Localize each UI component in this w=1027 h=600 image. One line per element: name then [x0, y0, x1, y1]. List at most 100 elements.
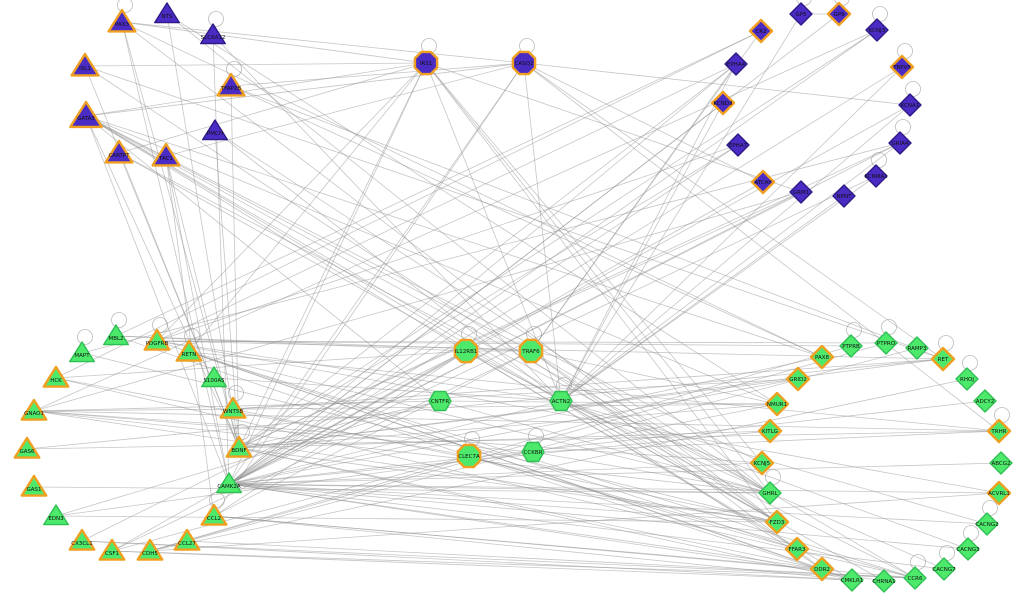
graph-edge-gnao1-grm1[interactable]	[33, 191, 802, 412]
node-shape-diamond[interactable]	[826, 1, 852, 27]
node-shape-triangle[interactable]	[219, 396, 247, 419]
graph-edge-casq2-trhr[interactable]	[523, 62, 1000, 432]
graph-edge-irs1-camk2a[interactable]	[228, 62, 427, 485]
graph-edge-il12rb1-hck[interactable]	[55, 350, 467, 379]
node-cmklr1[interactable]: CMKLR1	[840, 568, 864, 592]
graph-edge-tfap2b-casq2[interactable]	[230, 62, 525, 87]
graph-edge-gnao1-kcnj3[interactable]	[33, 29, 878, 412]
graph-edge-camk2a-ddr2[interactable]	[228, 483, 823, 570]
graph-edge-bdnf-cmklr1[interactable]	[238, 447, 853, 581]
graph-edge-il12rb1-cx3cl1[interactable]	[81, 350, 467, 542]
node-shape-octagon[interactable]	[518, 338, 544, 364]
node-shape-diamond[interactable]	[930, 346, 956, 372]
graph-edge-pdgfrb-epha4[interactable]	[156, 63, 737, 342]
graph-edge-tac1-casq2[interactable]	[165, 62, 525, 157]
graph-edge-gnao1-nmur1[interactable]	[33, 403, 778, 412]
node-isl1[interactable]: ISL1	[70, 52, 100, 77]
graph-edge-wnt5b-ret[interactable]	[232, 358, 944, 410]
graph-edge-traf6-ddr2[interactable]	[530, 350, 823, 570]
graph-edge-csf1-ccr6[interactable]	[111, 550, 916, 579]
node-shape-diamond[interactable]	[903, 566, 927, 590]
node-mapt[interactable]: MAPT	[68, 341, 96, 363]
graph-edge-camk2a-cacng3[interactable]	[228, 483, 969, 550]
node-shape-diamond[interactable]	[710, 90, 736, 116]
graph-edge-cdh5-acvrl1[interactable]	[149, 492, 1000, 552]
node-shape-diamond[interactable]	[757, 418, 783, 444]
node-kcnd3[interactable]: KCND3	[710, 90, 736, 116]
graph-edge-wnt5b-fzd3[interactable]	[232, 408, 778, 523]
graph-edge-traf6-epha4[interactable]	[530, 63, 737, 352]
graph-edge-hck-ccr6[interactable]	[55, 377, 916, 579]
node-gp9[interactable]: GP9	[826, 1, 852, 27]
graph-edge-csf1-cmklr1[interactable]	[111, 550, 853, 581]
node-s100a5[interactable]: S100A5	[200, 366, 228, 388]
graph-edge-pdgfrb-epha7[interactable]	[156, 144, 739, 342]
node-grm1[interactable]: GRM1	[789, 180, 813, 204]
graph-edge-tfap2b-ret[interactable]	[230, 85, 944, 360]
graph-edge-camk2a-kcnj5[interactable]	[228, 462, 763, 485]
node-retn[interactable]: RETN	[175, 339, 203, 362]
graph-edge-gata3-fzd3[interactable]	[85, 115, 778, 523]
node-cacng7[interactable]: CACNG7	[932, 557, 956, 581]
node-shape-diamond[interactable]	[809, 556, 835, 582]
graph-edge-clec7a-ccr6[interactable]	[468, 455, 916, 579]
node-kcna1[interactable]: KCNA1	[898, 93, 922, 117]
graph-edge-retn-trhr[interactable]	[188, 351, 1000, 432]
node-cntfr[interactable]: CNTFR	[428, 390, 452, 412]
graph-edge-bdnf-nmur1[interactable]	[238, 403, 778, 449]
graph-edge-gas6-ret[interactable]	[26, 358, 944, 450]
node-casq2[interactable]: CASQ2	[511, 50, 537, 76]
graph-edge-casq2-kcna1[interactable]	[523, 62, 911, 106]
graph-edge-gnao1-kcnj5[interactable]	[33, 410, 763, 464]
graph-edge-cckbr-gnao1[interactable]	[33, 410, 534, 453]
graph-edge-pdgfrb-ptprb[interactable]	[156, 340, 852, 347]
node-shape-triangle[interactable]	[199, 23, 227, 45]
node-ccl2[interactable]: CCL2	[200, 503, 228, 526]
node-shape-triangle[interactable]	[215, 472, 243, 494]
node-shape-triangle[interactable]	[102, 324, 130, 346]
graph-edge-cntfr-edn3[interactable]	[55, 400, 441, 517]
graph-edge-gnao1-trhr[interactable]	[33, 410, 1000, 432]
node-kitlg[interactable]: KITLG	[757, 418, 783, 444]
graph-edge-camk2a-ghrl[interactable]	[228, 483, 771, 494]
graph-edge-bdnf-kitlg[interactable]	[238, 430, 771, 449]
graph-edge-camk2a-kcna1[interactable]	[228, 104, 911, 485]
graph-edge-bdnf-grm1[interactable]	[238, 191, 802, 449]
graph-edge-tfap2b-bdnf[interactable]	[230, 85, 240, 449]
node-adcy2[interactable]: ADCY2	[973, 389, 997, 413]
node-ret[interactable]: RET	[930, 346, 956, 372]
node-shape-triangle[interactable]	[153, 2, 181, 24]
graph-edge-actn2-gria4[interactable]	[560, 142, 901, 402]
node-shape-triangle[interactable]	[70, 52, 100, 77]
graph-edge-gata3-cntfr[interactable]	[85, 115, 441, 402]
node-shape-triangle[interactable]	[216, 72, 246, 97]
graph-edge-ccl2-ddr2[interactable]	[213, 515, 823, 570]
node-gp5[interactable]: GP5	[789, 2, 813, 26]
graph-edge-ccl27-ccr6[interactable]	[186, 540, 916, 579]
graph-edge-bdnf-kcnj3[interactable]	[238, 29, 878, 449]
graph-edge-camk2a-trpv5[interactable]	[228, 66, 903, 485]
graph-edge-isl1-irs1[interactable]	[84, 62, 427, 67]
node-hck[interactable]: HCK	[42, 365, 70, 388]
graph-edge-cdh5-ptpro[interactable]	[149, 342, 887, 552]
node-irs1[interactable]: IRS1	[413, 50, 439, 76]
graph-edge-gata3-ghrl[interactable]	[85, 115, 771, 494]
node-il12rb1[interactable]: IL12RB1	[453, 338, 479, 364]
node-ptprb[interactable]: PTPRB	[839, 334, 863, 358]
node-shape-triangle[interactable]	[200, 366, 228, 388]
node-nmur1[interactable]: NMUR1	[764, 391, 790, 417]
node-cacng2[interactable]: CACNG2	[975, 512, 999, 536]
node-shape-diamond[interactable]	[888, 131, 912, 155]
graph-edge-camk2a-grm1[interactable]	[228, 191, 802, 485]
node-shape-diamond[interactable]	[758, 481, 782, 505]
node-shape-diamond[interactable]	[764, 509, 790, 535]
node-shape-octagon[interactable]	[511, 50, 537, 76]
graph-edge-actn2-chrna1[interactable]	[560, 400, 885, 582]
node-mbl2[interactable]: MBL2	[102, 324, 130, 346]
graph-edge-il12rb1-cmklr1[interactable]	[465, 350, 853, 581]
graph-edge-camk2a-abcg2[interactable]	[228, 462, 1002, 485]
node-shape-diamond[interactable]	[898, 93, 922, 117]
graph-edge-camk2a-epha7[interactable]	[228, 144, 739, 485]
graph-edge-cx3cl1-cmklr1[interactable]	[81, 540, 853, 581]
graph-edge-pax3-irs1[interactable]	[121, 21, 427, 64]
